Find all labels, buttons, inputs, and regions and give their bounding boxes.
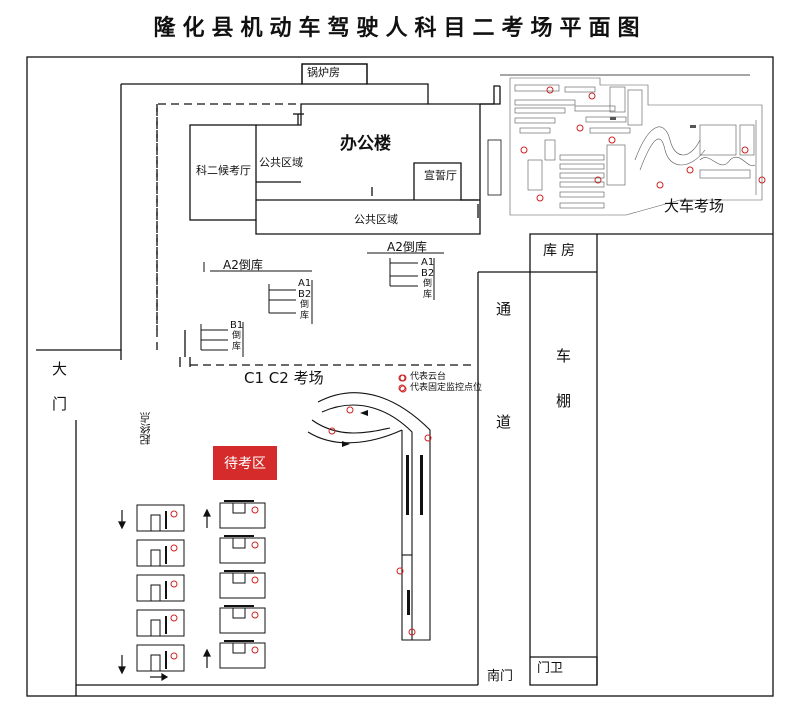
main-gate-label-1: 大 [52, 360, 68, 378]
a1b2-left-a1: A1 [298, 278, 312, 289]
waiting-area-box: 待考区 [213, 446, 277, 480]
c1-c2-test-area-label: C1 C2 考场 [244, 369, 324, 387]
legend-fixed-label: 代表固定监控点位 [410, 383, 483, 393]
passage-label-2: 道 [496, 413, 512, 431]
south-gate-label: 南门 [487, 669, 514, 684]
public-area-large-label: 公共区域 [354, 213, 398, 226]
guard-room-label: 门卫 [537, 661, 564, 676]
office-building-label: 办公楼 [340, 134, 391, 154]
waiting-hall-box [189, 124, 257, 221]
a1b2-left-dao: 倒 [300, 300, 310, 310]
outer-boundary [26, 56, 774, 697]
b1-label: B1 [230, 320, 244, 331]
bus-test-area-label: 大车考场 [664, 197, 725, 215]
start-end-point-label: 起终点 [139, 412, 152, 445]
b1-ku: 库 [232, 342, 242, 352]
a1b2-right-ku: 库 [423, 290, 433, 300]
bike-shed-label-2: 棚 [556, 392, 572, 410]
boiler-room-label: 锅炉房 [307, 66, 340, 79]
waiting-hall-label: 科二候考厅 [196, 164, 251, 177]
a1b2-right-dao: 倒 [423, 279, 433, 289]
page-title: 隆化县机动车驾驶人科目二考场平面图 [153, 16, 647, 41]
passage-label-1: 通 [496, 300, 512, 318]
waiting-area-label: 待考区 [224, 456, 266, 472]
b1-dao: 倒 [232, 331, 242, 341]
a2-reverse-right-label: A2倒库 [387, 240, 427, 254]
a1b2-left-b2: B2 [298, 289, 312, 300]
boiler-box [301, 63, 368, 85]
legend-camera-label: 代表云台 [410, 372, 447, 382]
a1b2-left-ku: 库 [300, 311, 310, 321]
a1b2-right-b2: B2 [421, 268, 435, 279]
public-area-small-label: 公共区域 [259, 156, 303, 169]
a1b2-right-a1: A1 [421, 257, 435, 268]
a2-reverse-left-label: A2倒库 [223, 258, 263, 272]
main-gate-label-2: 门 [52, 395, 68, 413]
warehouse-label: 库房 [543, 243, 579, 259]
bike-shed-label-1: 车 [556, 347, 572, 365]
oath-hall-label: 宣誓厅 [424, 169, 457, 182]
